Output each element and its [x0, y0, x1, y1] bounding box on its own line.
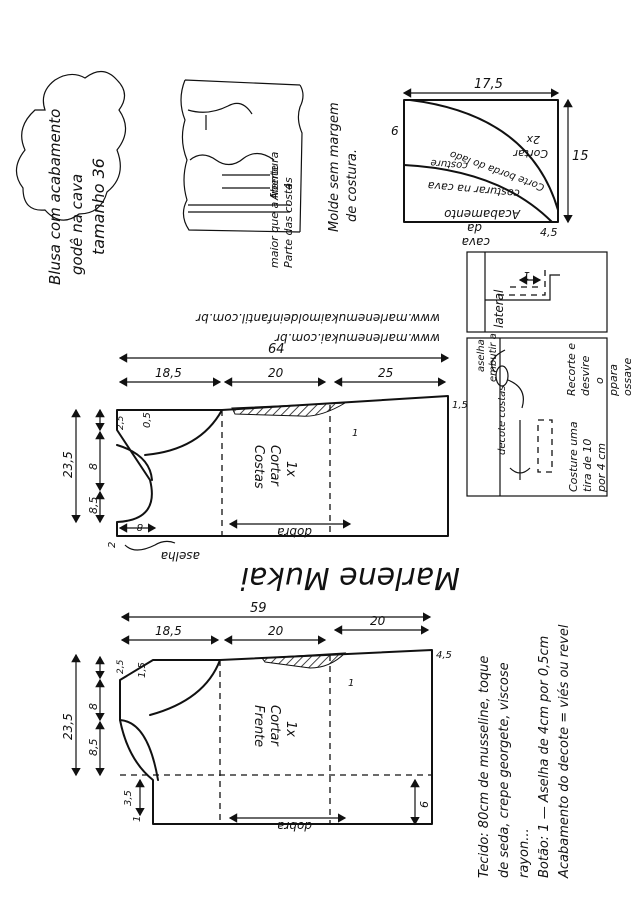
frente-seg-1: 2,5: [116, 659, 126, 674]
godet-piece: 17,5 15 6 4,5 Cortar 2x Corte borda do l…: [391, 77, 589, 249]
frente-bottom: 6: [418, 801, 431, 808]
costas-edge: 1,5: [452, 400, 468, 411]
url-1: www.marlenemukai.com.br: [274, 331, 440, 345]
title-line-3: tamanho 36: [89, 158, 108, 255]
costas-name: Costas: [251, 445, 266, 489]
costas-top-1: 18,5: [155, 366, 182, 380]
url-2: www.marlenemukaimoldeinfantil.com.br: [195, 311, 440, 325]
no-seam-line-2: de costura.: [345, 149, 360, 222]
opening-aselha-2: embutir a: [488, 333, 499, 382]
opening-note-4: ppara: [607, 364, 620, 397]
costas-small: 2: [107, 542, 118, 548]
godet-label-2: da: [467, 221, 482, 235]
lateral-label: lateral: [492, 289, 506, 328]
costas-seg-3: 8,5: [87, 497, 100, 515]
godet-side-small: 6: [391, 124, 399, 138]
materials-botao: Botão: 1 — Aselha de 4cm por 0,5cm: [537, 636, 552, 878]
opening-detail-box: aselha embutir a decote costas Recorte e…: [466, 333, 634, 497]
frente-name: Frente: [251, 705, 266, 747]
godet-costurar: costurar na cava: [427, 179, 520, 200]
opening-aselha-1: aselha: [476, 339, 487, 372]
materials-tecido: Tecido: 80cm de musseline, toque: [477, 656, 492, 878]
costas-fold: dobra: [277, 525, 312, 539]
mockup-abertura-size: 4: [282, 183, 295, 190]
costas-seg-1: 2,5: [116, 415, 126, 430]
materials-acabamento: Acabamento do decote = viés ou revel: [557, 624, 572, 879]
costas-top-2: 20: [268, 366, 284, 380]
godet-label-1: Acabamento: [444, 207, 521, 221]
costas-side-total: 23,5: [61, 451, 75, 478]
costas-qty: 1x: [283, 461, 298, 477]
opening-note-1: Recorte e: [565, 343, 578, 396]
lateral-detail-box: 1 lateral: [466, 251, 608, 333]
godet-cortar: Cortar: [512, 147, 548, 160]
no-seam-allowance-note: Molde sem margem de costura.: [327, 102, 360, 232]
frente-side-total: 23,5: [61, 713, 75, 740]
costas-piece: 64 18,5 20 25 1,5 1 23,5 2,5 8 8,5 8 2 0…: [61, 342, 468, 563]
frente-top-2: 20: [268, 624, 284, 638]
materials-notes: Tecido: 80cm de musseline, toque de seda…: [477, 624, 572, 879]
frente-top-1: 18,5: [155, 624, 182, 638]
opening-note-2: desvire: [579, 355, 592, 396]
costas-seg-2: 8: [87, 463, 100, 470]
signature: Marlene Mukai: [240, 560, 460, 595]
godet-costure: costure: [430, 157, 468, 171]
mockup-note-1: Parte das costas: [282, 177, 295, 268]
costas-one: 1: [352, 428, 358, 439]
mockup-note-2: maior que a frente: [268, 165, 281, 268]
frente-seg-3: 8,5: [87, 739, 100, 757]
costas-cortar: Cortar: [267, 445, 282, 487]
frente-cortar: Cortar: [267, 705, 282, 747]
website-urls: www.marlenemukai.com.br www.marlenemukai…: [195, 311, 440, 345]
costas-aselha: aselha: [161, 549, 200, 563]
frente-seg-2: 8: [87, 703, 100, 710]
materials-tecido-2: de seda, crepe georgete, viscose: [497, 662, 512, 878]
opening-note-7: tira de 10: [581, 439, 594, 492]
frente-top-3: 20: [370, 614, 386, 628]
frente-total: 59: [250, 601, 267, 616]
opening-note-3: o: [593, 377, 606, 384]
opening-decote-costas: decote costas: [497, 386, 508, 455]
frente-low-2: 1: [132, 816, 143, 822]
mockup-abertura-label: Abertura: [268, 151, 281, 201]
costas-neck-dim: 8: [137, 521, 143, 532]
frente-qty: 1x: [283, 721, 298, 737]
signature-text: Marlene Mukai: [240, 560, 460, 595]
frente-shoulder: 1,5: [137, 662, 148, 678]
no-seam-line-1: Molde sem margem: [327, 102, 342, 232]
frente-low-1: 3,5: [123, 790, 134, 806]
costas-shoulder: 0,5: [142, 412, 153, 428]
frente-one: 1: [348, 678, 354, 689]
blouse-mockup: Abertura 4 Parte das costas maior que a …: [180, 79, 304, 268]
frente-fold: dobra: [277, 819, 312, 833]
title-line-1: Blusa com acabamento: [46, 109, 64, 285]
godet-height: 15: [572, 149, 589, 164]
lateral-dim: 1: [523, 269, 530, 282]
frente-piece: 59 18,5 20 20 4,5 1 23,5 2,5 8 8,5 1,5 3…: [61, 601, 452, 833]
godet-label-3: cava: [462, 235, 490, 249]
costas-top-3: 25: [378, 366, 393, 380]
godet-bottom-small: 4,5: [540, 226, 558, 239]
costas-total: 64: [268, 342, 285, 357]
frente-edge: 4,5: [436, 650, 452, 661]
title-bubble: Blusa com acabamento godê na cava tamanh…: [15, 70, 127, 285]
opening-note-8: por 4 cm: [595, 443, 608, 493]
godet-width: 17,5: [474, 77, 503, 92]
title-line-2: godê na cava: [68, 174, 86, 275]
opening-note-5: ossave: [621, 358, 634, 396]
opening-note-6: Costure uma: [567, 421, 580, 492]
materials-tecido-3: rayon...: [517, 828, 532, 878]
godet-qty: 2x: [526, 133, 540, 146]
